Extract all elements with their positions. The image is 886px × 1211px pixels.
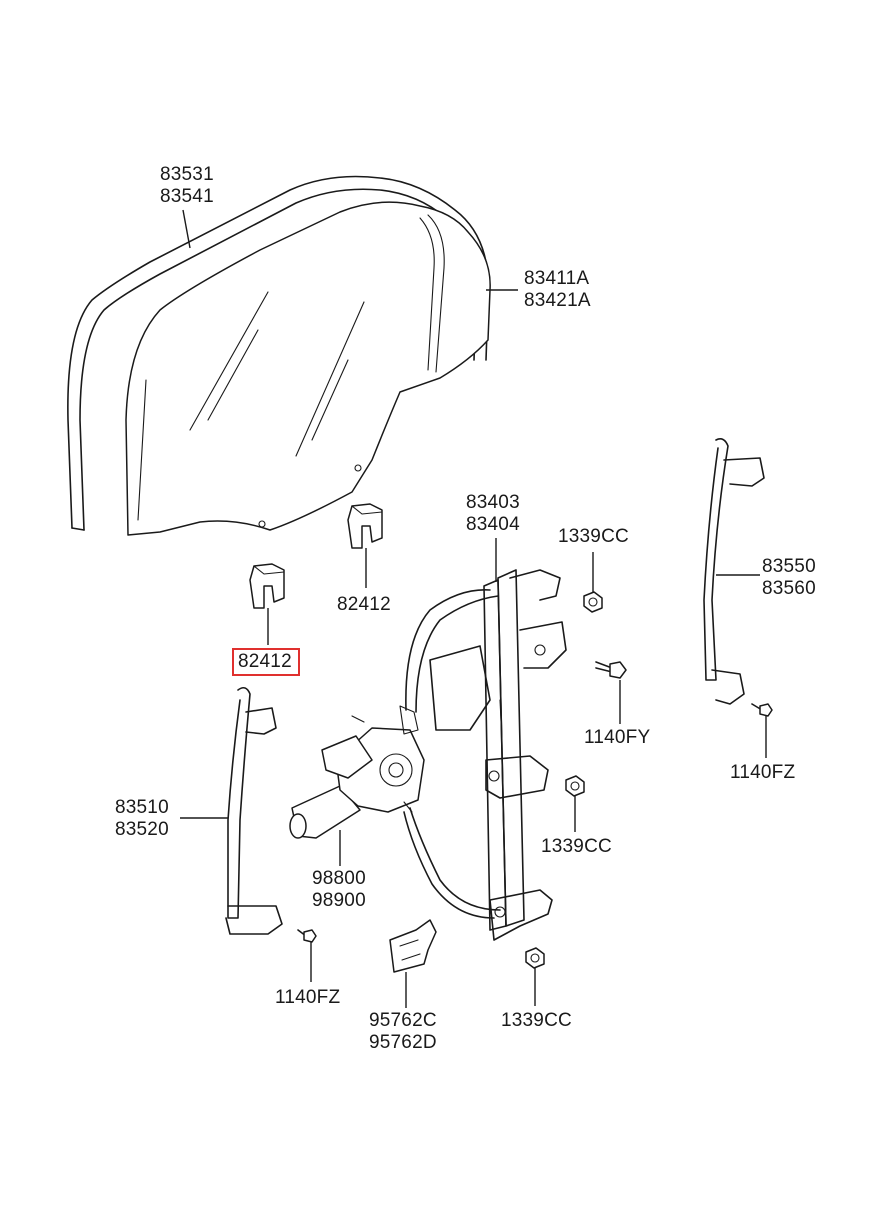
label-rear-channel: 83550 83560 <box>762 556 816 600</box>
label-module: 95762C 95762D <box>369 1010 437 1054</box>
leader-lines <box>180 209 767 1008</box>
part-number: 82412 <box>337 594 391 615</box>
rear-channel <box>703 438 765 705</box>
bolt-left <box>297 929 317 943</box>
label-clip-upper: 82412 <box>337 594 391 616</box>
part-number: 1140FY <box>584 727 651 748</box>
door-glass <box>125 201 491 536</box>
regulator-assembly <box>403 569 567 941</box>
label-front-channel: 83510 83520 <box>115 797 169 841</box>
label-door-glass: 83411A 83421A <box>524 268 591 312</box>
label-nut-lower: 1339CC <box>501 1010 572 1032</box>
label-nut-upper: 1339CC <box>558 526 629 548</box>
clip-lower <box>249 563 285 609</box>
part-number: 83421A <box>524 290 591 311</box>
part-number: 83560 <box>762 578 816 599</box>
part-number: 83520 <box>115 819 169 840</box>
part-number: 1339CC <box>541 836 612 857</box>
bolt-right <box>751 703 773 717</box>
label-glass-run: 83531 83541 <box>160 164 214 208</box>
label-bolt-middle: 1140FY <box>584 727 650 749</box>
part-number: 98900 <box>312 890 366 911</box>
part-number: 95762D <box>369 1032 437 1053</box>
part-number: 98800 <box>312 868 366 889</box>
label-bolt-right: 1140FZ <box>730 762 795 784</box>
part-number: 83411A <box>524 268 590 289</box>
part-number: 83404 <box>466 514 520 535</box>
label-clip-highlighted[interactable]: 82412 <box>232 648 300 676</box>
part-number: 1339CC <box>501 1010 572 1031</box>
part-number: 83541 <box>160 186 214 207</box>
label-nut-middle: 1339CC <box>541 836 612 858</box>
control-module <box>389 919 437 973</box>
part-number: 1140FZ <box>730 762 796 783</box>
part-number: 83550 <box>762 556 816 577</box>
label-regulator: 83403 83404 <box>466 492 520 536</box>
nut-middle <box>565 775 585 797</box>
clip-upper <box>347 503 383 549</box>
window-motor <box>289 705 425 839</box>
front-channel <box>225 686 283 935</box>
nut-lower <box>525 947 545 969</box>
label-motor: 98800 98900 <box>312 868 366 912</box>
part-number: 83403 <box>466 492 520 513</box>
label-bolt-left: 1140FZ <box>275 987 340 1009</box>
part-number: 1140FZ <box>275 987 341 1008</box>
part-number: 1339CC <box>558 526 629 547</box>
bolt-middle <box>595 661 627 679</box>
part-number: 83531 <box>160 164 214 185</box>
nut-upper <box>583 591 603 613</box>
part-number: 95762C <box>369 1010 437 1031</box>
part-number: 83510 <box>115 797 169 818</box>
part-number: 82412 <box>238 651 292 672</box>
